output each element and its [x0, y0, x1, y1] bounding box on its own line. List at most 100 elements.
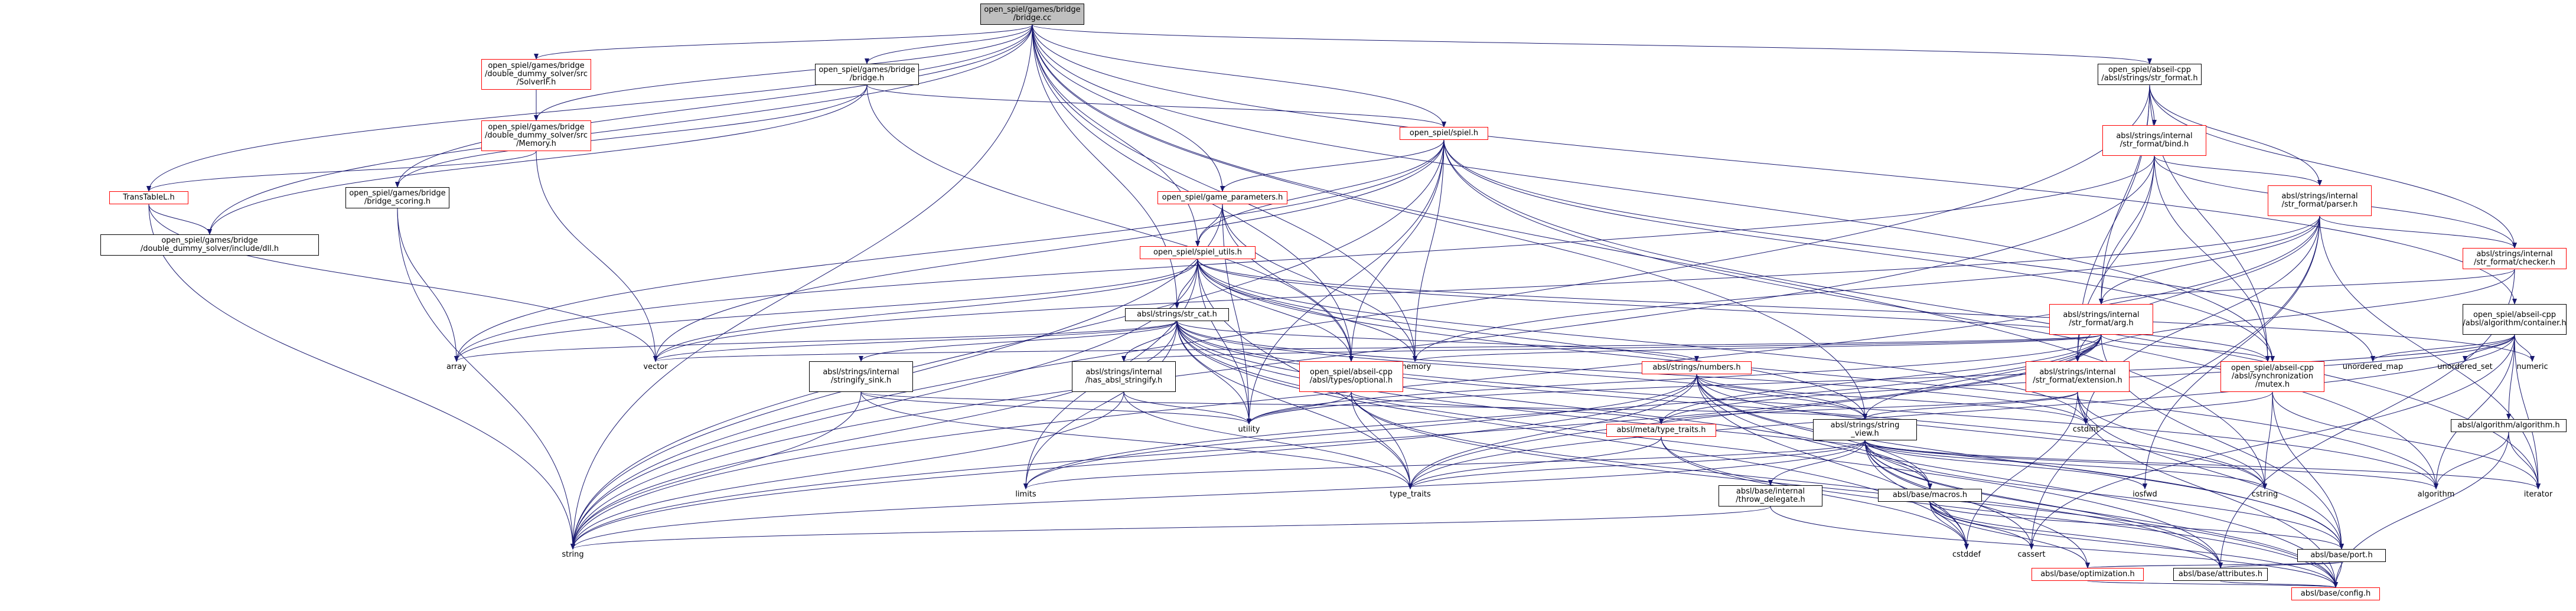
node-config[interactable]: absl/base/config.h [2291, 587, 2380, 600]
node-cassert[interactable]: cassert [2011, 549, 2052, 561]
node-algo-algo[interactable]: absl/algorithm/algorithm.h [2451, 419, 2567, 432]
edge-transtable-to-string [148, 204, 575, 550]
node-arg[interactable]: absl/strings/internal/str_format/arg.h [2049, 304, 2153, 335]
edge-string-view-to-throw-delegate [1768, 440, 1866, 486]
node-parser[interactable]: absl/strings/internal/str_format/parser.… [2268, 185, 2372, 216]
edge-container-to-unordered-map [2370, 334, 2515, 362]
node-vector[interactable]: vector [638, 361, 673, 373]
edge-parser-to-iterator [2319, 215, 2541, 489]
edge-bind-to-array [454, 155, 2155, 362]
node-transtable[interactable]: TransTableL.h [109, 191, 188, 204]
node-scoring[interactable]: open_spiel/games/bridge/bridge_scoring.h [345, 187, 449, 208]
edge-container-to-algo-algo [2506, 334, 2515, 420]
edge-numbers-to-config [1696, 374, 2338, 588]
edge-optimization-to-config [2087, 580, 2338, 588]
node-label: absl/strings/internal [2116, 132, 2193, 141]
edge-str-cat-to-cstring [1176, 321, 2267, 489]
node-container[interactable]: open_spiel/abseil-cpp/absl/algorithm/con… [2463, 304, 2567, 335]
edge-str-cat-to-utility [1176, 321, 1251, 424]
node-optimization[interactable]: absl/base/optimization.h [2032, 568, 2144, 581]
node-solveri[interactable]: open_spiel/games/bridge/double_dummy_sol… [481, 59, 591, 90]
node-macros[interactable]: absl/base/macros.h [1878, 489, 1982, 502]
node-label: memory [1398, 362, 1432, 371]
node-port[interactable]: absl/base/port.h [2297, 549, 2386, 562]
node-throw-delegate[interactable]: absl/base/internal/throw_delegate.h [1719, 485, 1822, 507]
node-label: open_spiel/game_parameters.h [1162, 193, 1283, 202]
edge-spiel-to-memory [1413, 139, 1444, 362]
node-checker[interactable]: absl/strings/internal/str_format/checker… [2463, 248, 2567, 269]
edge-arg-to-type-traits-absl [1659, 334, 2102, 424]
node-attributes[interactable]: absl/base/attributes.h [2173, 568, 2268, 581]
node-label: open_spiel/abseil-cpp [1309, 368, 1393, 377]
edge-parser-to-checker [2319, 215, 2517, 249]
node-game-params[interactable]: open_spiel/game_parameters.h [1157, 191, 1287, 204]
node-label: absl/strings/str_cat.h [1137, 310, 1217, 319]
edge-scoring-to-array [397, 208, 459, 362]
node-numbers[interactable]: absl/strings/numbers.h [1642, 361, 1752, 374]
node-memory[interactable]: memory [1394, 361, 1436, 373]
node-string[interactable]: string [555, 549, 591, 561]
node-label: cstdint [2072, 425, 2099, 434]
node-root[interactable]: open_spiel/games/bridge/bridge.cc [980, 4, 1084, 25]
edge-spiel-to-mutex [1443, 139, 2275, 362]
node-label: unordered_map [2342, 362, 2404, 371]
node-type-traits-absl[interactable]: absl/meta/type_traits.h [1606, 424, 1716, 437]
node-label: absl/strings/string [1830, 421, 1900, 430]
edge-root-to-spiel [1032, 24, 1446, 128]
edge-macros-to-attributes [1929, 501, 2223, 568]
node-label: /str_format/bind.h [2120, 140, 2189, 149]
node-cstddef[interactable]: cstddef [1946, 549, 1987, 561]
node-has-stringify[interactable]: absl/strings/internal/has_absl_stringify… [1072, 361, 1176, 392]
edge-numbers-to-type-traits [1408, 374, 1697, 489]
node-label: /stringify_sink.h [830, 376, 892, 385]
edge-string-view-to-algorithm [1864, 440, 2438, 489]
node-label: cstring [2251, 490, 2278, 499]
edge-string-view-to-attributes [1864, 440, 2223, 568]
node-algorithm[interactable]: algorithm [2409, 489, 2463, 501]
node-mutex[interactable]: open_spiel/abseil-cpp/absl/synchronizati… [2220, 361, 2324, 392]
node-unordered-map[interactable]: unordered_map [2339, 361, 2407, 373]
edge-stringify-sink-to-string [570, 391, 862, 550]
edge-bind-to-parser [2154, 155, 2322, 186]
node-iterator[interactable]: iterator [2516, 489, 2561, 501]
node-string-view[interactable]: absl/strings/string_view.h [1813, 419, 1917, 440]
node-bind[interactable]: absl/strings/internal/str_format/bind.h [2102, 125, 2206, 156]
node-utility[interactable]: utility [1228, 424, 1270, 436]
node-optional[interactable]: open_spiel/abseil-cpp/absl/types/optiona… [1299, 361, 1403, 392]
node-str-cat[interactable]: absl/strings/str_cat.h [1125, 308, 1229, 321]
node-cstring[interactable]: cstring [2244, 489, 2285, 501]
node-array[interactable]: array [440, 361, 473, 373]
node-label: /has_absl_stringify.h [1085, 376, 1163, 385]
node-memory-h[interactable]: open_spiel/games/bridge/double_dummy_sol… [481, 120, 591, 151]
edge-scoring-to-string [397, 208, 575, 550]
node-label: absl/base/macros.h [1892, 491, 1968, 499]
edge-str-cat-to-limits [1023, 321, 1178, 489]
node-spiel-utils[interactable]: open_spiel/spiel_utils.h [1140, 246, 1256, 259]
node-stringify-sink[interactable]: absl/strings/internal/stringify_sink.h [809, 361, 913, 392]
node-iosfwd[interactable]: iosfwd [2126, 489, 2164, 501]
edge-string-view-to-type-traits [1408, 440, 1866, 489]
node-label: open_spiel/abseil-cpp [2108, 66, 2192, 74]
node-label: /str_format/arg.h [2069, 319, 2134, 328]
edge-macros-to-cassert [1929, 501, 2034, 550]
edge-spiel-to-game-params [1220, 139, 1444, 192]
node-limits[interactable]: limits [1007, 489, 1045, 501]
node-spiel[interactable]: open_spiel/spiel.h [1400, 127, 1488, 140]
edge-str-cat-to-string [570, 321, 1178, 550]
node-dll[interactable]: open_spiel/games/bridge/double_dummy_sol… [100, 234, 319, 256]
edge-bridge-h-to-spiel [866, 84, 1446, 128]
node-bridge-h[interactable]: open_spiel/games/bridge/bridge.h [815, 64, 919, 85]
edge-spiel-utils-to-vector [653, 259, 1198, 362]
node-extension[interactable]: absl/strings/internal/str_format/extensi… [2026, 361, 2130, 392]
node-unordered-set[interactable]: unordered_set [2431, 361, 2499, 373]
edge-str-cat-to-has-stringify [1121, 321, 1178, 362]
node-cstdint[interactable]: cstdint [2067, 424, 2105, 436]
node-str-format[interactable]: open_spiel/abseil-cpp/absl/strings/str_f… [2098, 64, 2202, 85]
node-type-traits[interactable]: type_traits [1382, 489, 1439, 501]
edge-spiel-utils-to-utility [1197, 259, 1251, 424]
node-numeric[interactable]: numeric [2511, 361, 2554, 373]
edge-root-to-str-cat [1032, 24, 1179, 309]
edge-arg-to-string-view [1863, 334, 2102, 420]
edge-root-to-scoring [395, 24, 1033, 188]
edge-spiel-to-algorithm [1443, 139, 2438, 489]
